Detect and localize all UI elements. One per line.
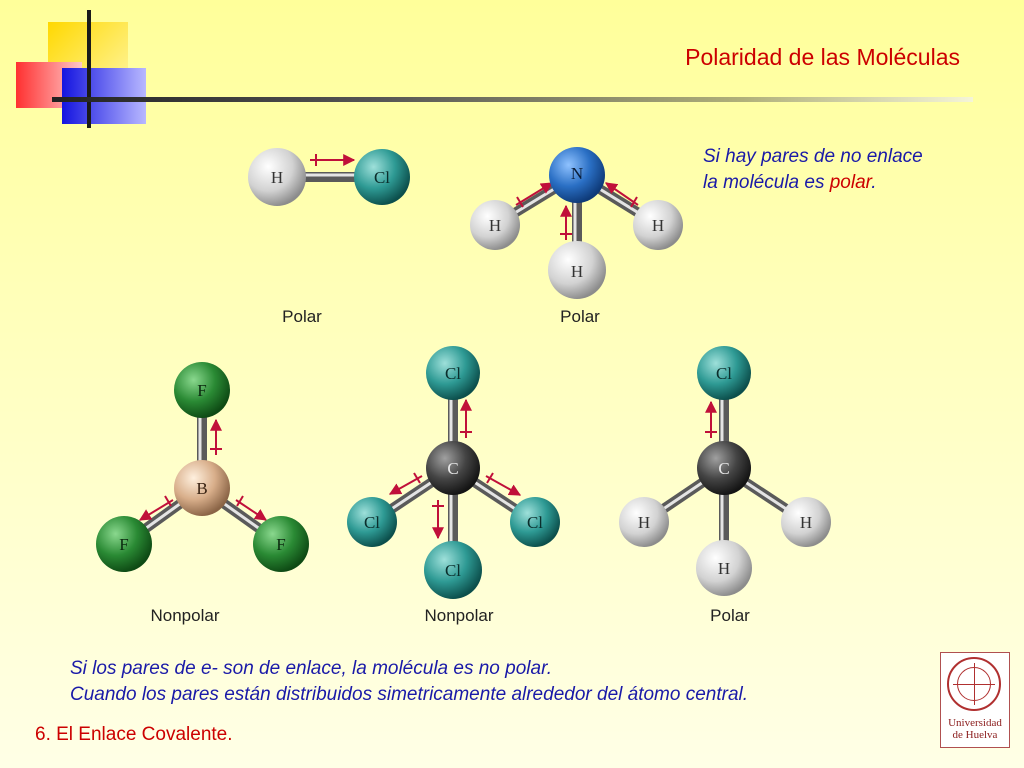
- caption-bf3: Nonpolar: [151, 606, 220, 625]
- caption-nh3: Polar: [560, 307, 600, 326]
- atom-label: H: [571, 262, 583, 281]
- atom: [174, 362, 230, 418]
- atom-label: Cl: [445, 364, 461, 383]
- atom-label: H: [489, 216, 501, 235]
- atom: [174, 460, 230, 516]
- note-top-line2-prefix: la molécula es: [703, 172, 830, 193]
- atom: [424, 541, 482, 599]
- atom-label: Cl: [445, 561, 461, 580]
- note-top-line2: la molécula es polar.: [703, 170, 923, 196]
- atom-label: H: [718, 559, 730, 578]
- atom-label: H: [638, 513, 650, 532]
- atom-layer: H Cl N H H H B F F F C Cl Cl Cl Cl: [96, 147, 831, 599]
- caption-chcl3: Polar: [710, 606, 750, 625]
- dipole-cross: [630, 196, 638, 208]
- atom: [470, 200, 520, 250]
- atom: [697, 441, 751, 495]
- dipole-arrow-layer: [138, 154, 717, 540]
- dipole-arrow: [485, 475, 522, 496]
- atom: [781, 497, 831, 547]
- dipole-cross: [413, 472, 421, 484]
- atom-label: Cl: [527, 513, 543, 532]
- note-top-line2-suffix: .: [871, 172, 877, 193]
- dipole-cross: [164, 495, 172, 507]
- atom: [354, 149, 410, 205]
- deco-square-blue: [62, 68, 146, 124]
- note-top-line1: Si hay pares de no enlace: [703, 146, 923, 167]
- atom: [697, 346, 751, 400]
- slide-title: Polaridad de las Moléculas: [685, 44, 960, 70]
- footer-text: 6. El Enlace Covalente.: [35, 724, 233, 745]
- seal-cross-vertical: [974, 663, 975, 705]
- dipole-arrow: [515, 182, 554, 206]
- atom-label: B: [196, 479, 207, 498]
- atom: [253, 516, 309, 572]
- atom: [426, 441, 480, 495]
- atom-label: C: [718, 459, 729, 478]
- note-bottom-line2: Cuando los pares están distribuidos sime…: [70, 684, 749, 705]
- atom: [549, 147, 605, 203]
- caption-ccl4: Nonpolar: [425, 606, 494, 625]
- atom: [426, 346, 480, 400]
- dipole-arrow: [235, 499, 267, 521]
- seal-icon: [947, 657, 1001, 711]
- university-logo: Universidad de Huelva: [940, 652, 1010, 748]
- dipole-cross: [516, 196, 524, 208]
- atom-label: H: [652, 216, 664, 235]
- logo-text-line1: Universidad: [948, 717, 1002, 729]
- atom: [633, 200, 683, 250]
- atom-label: Cl: [716, 364, 732, 383]
- dipole-arrow: [605, 182, 639, 206]
- atom-label: F: [119, 535, 128, 554]
- deco-vertical-line: [87, 10, 91, 128]
- note-bottom: Si los pares de e- son de enlace, la mol…: [70, 656, 748, 708]
- atom: [696, 540, 752, 596]
- atom-label: F: [197, 381, 206, 400]
- note-bottom-line1: Si los pares de e- son de enlace, la mol…: [70, 658, 552, 679]
- caption-hcl: Polar: [282, 307, 322, 326]
- atom-label: H: [271, 168, 283, 187]
- atom: [510, 497, 560, 547]
- dipole-arrow: [138, 499, 174, 521]
- atom: [347, 497, 397, 547]
- atom: [548, 241, 606, 299]
- atom-label: Cl: [374, 168, 390, 187]
- logo-text-line2: de Huelva: [952, 729, 998, 741]
- title-divider: [52, 97, 973, 102]
- dipole-cross: [486, 472, 494, 484]
- atom-label: Cl: [364, 513, 380, 532]
- atom: [248, 148, 306, 206]
- dipole-cross: [236, 495, 244, 507]
- note-top-polar-word: polar: [829, 172, 872, 193]
- atom-label: F: [276, 535, 285, 554]
- atom-label: H: [800, 513, 812, 532]
- caption-layer: Polar Polar Nonpolar Nonpolar Polar: [151, 307, 751, 625]
- atom: [619, 497, 669, 547]
- atom: [96, 516, 152, 572]
- note-top: Si hay pares de no enlace la molécula es…: [703, 144, 923, 196]
- atom-label: C: [447, 459, 458, 478]
- atom-label: N: [571, 164, 583, 183]
